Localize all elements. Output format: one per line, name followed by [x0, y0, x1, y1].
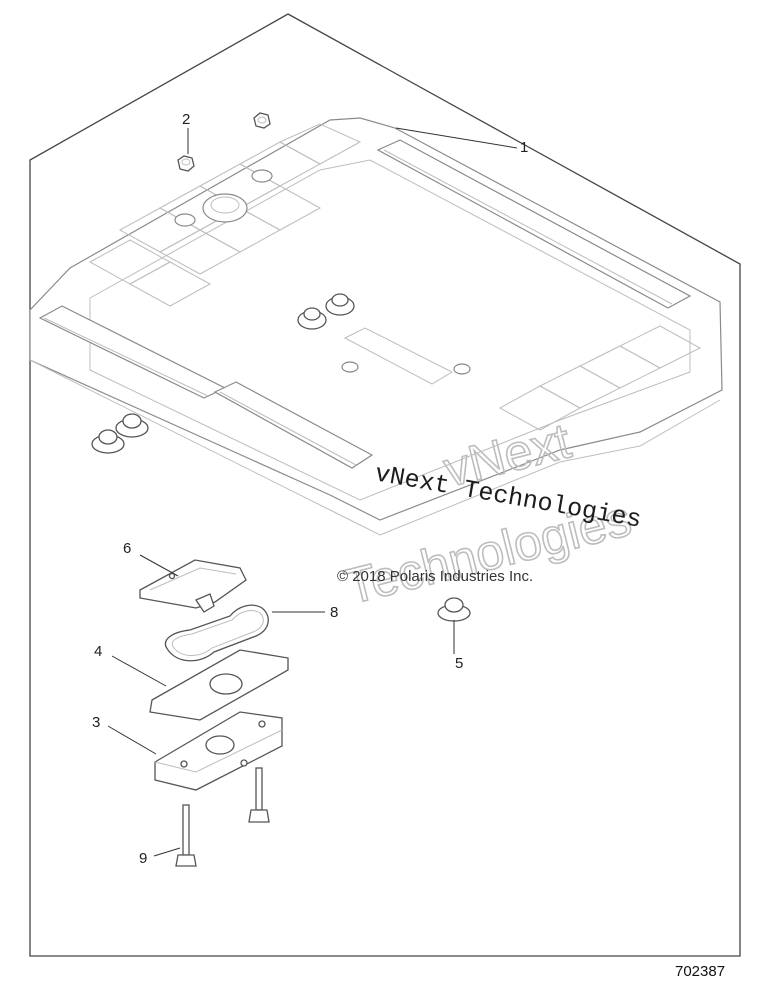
copyright-notice: © 2018 Polaris Industries Inc.	[337, 568, 533, 585]
callout-5: 5	[455, 655, 463, 672]
callout-1: 1	[520, 139, 528, 156]
kit-boundary	[29, 13, 741, 957]
part-6-latch	[139, 559, 247, 613]
callout-9: 9	[139, 850, 147, 867]
callout-6: 6	[123, 540, 131, 557]
part-2-nut	[177, 112, 271, 172]
part-4-mounting-plate	[149, 649, 289, 721]
callout-numbers: 1 2 3 4 5 6 8 9	[92, 111, 528, 867]
callout-8: 8	[330, 604, 338, 621]
part-1-roof-panel	[29, 117, 723, 536]
part-8-seal-gasket	[164, 604, 269, 662]
callout-3: 3	[92, 714, 100, 731]
flange-nut-pair	[91, 413, 149, 454]
leader-lines	[107, 127, 518, 857]
part-5-grommet	[437, 597, 471, 622]
diagram-number: 702387	[675, 963, 725, 980]
part-9-bolts	[175, 767, 270, 867]
callout-4: 4	[94, 643, 102, 660]
callout-2: 2	[182, 111, 190, 128]
part-3-base-bracket	[154, 711, 283, 791]
